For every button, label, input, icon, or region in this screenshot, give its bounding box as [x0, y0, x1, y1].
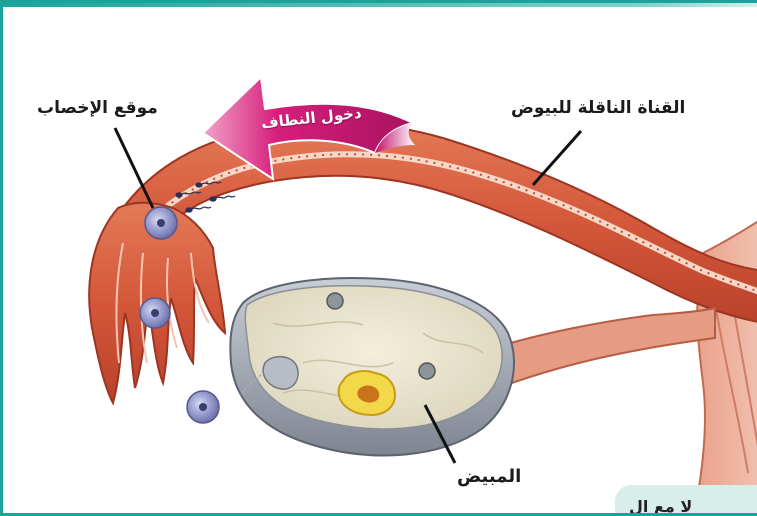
fallopian-tube-pointer: [533, 131, 581, 185]
follicle-small-1: [327, 293, 343, 309]
released-egg: [187, 391, 219, 423]
fertilization-site-label: موقع الإخصاب: [37, 98, 158, 118]
egg-in-fimbriae: [140, 298, 170, 328]
mature-follicle: [339, 371, 395, 415]
reproductive-anatomy-illustration: [3, 3, 757, 516]
ovary-label: المبيض: [457, 466, 521, 487]
ovarian-ligament: [493, 308, 715, 388]
egg-at-fertilization-site: [145, 207, 177, 239]
corner-note-text: لا مع ال: [629, 497, 692, 516]
fallopian-tube-label: القناة الناقلة للبيوض: [511, 98, 685, 118]
follicle-small-2: [419, 363, 435, 379]
